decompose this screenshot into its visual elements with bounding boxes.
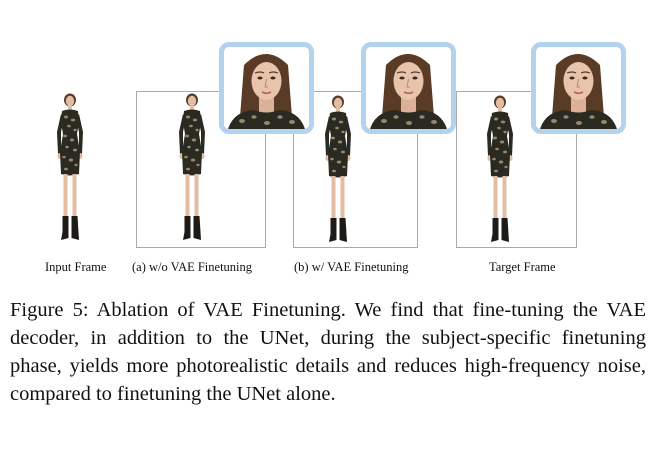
with-vae-figure [316,94,360,254]
target-frame-figure [478,94,522,254]
zoom-face-without-vae [219,42,314,134]
zoom-face-with-vae [361,42,456,134]
input-frame-figure [48,92,92,252]
label-without-vae: (a) w/o VAE Finetuning [132,260,253,274]
label-target-frame: Target Frame [489,260,556,274]
zoom-face-target [531,42,626,134]
label-input-frame: Input Frame [45,260,107,274]
label-with-vae: (b) w/ VAE Finetuning [294,260,409,274]
without-vae-figure [170,92,214,252]
figure-caption: Figure 5: Ablation of VAE Finetuning. We… [10,299,646,405]
